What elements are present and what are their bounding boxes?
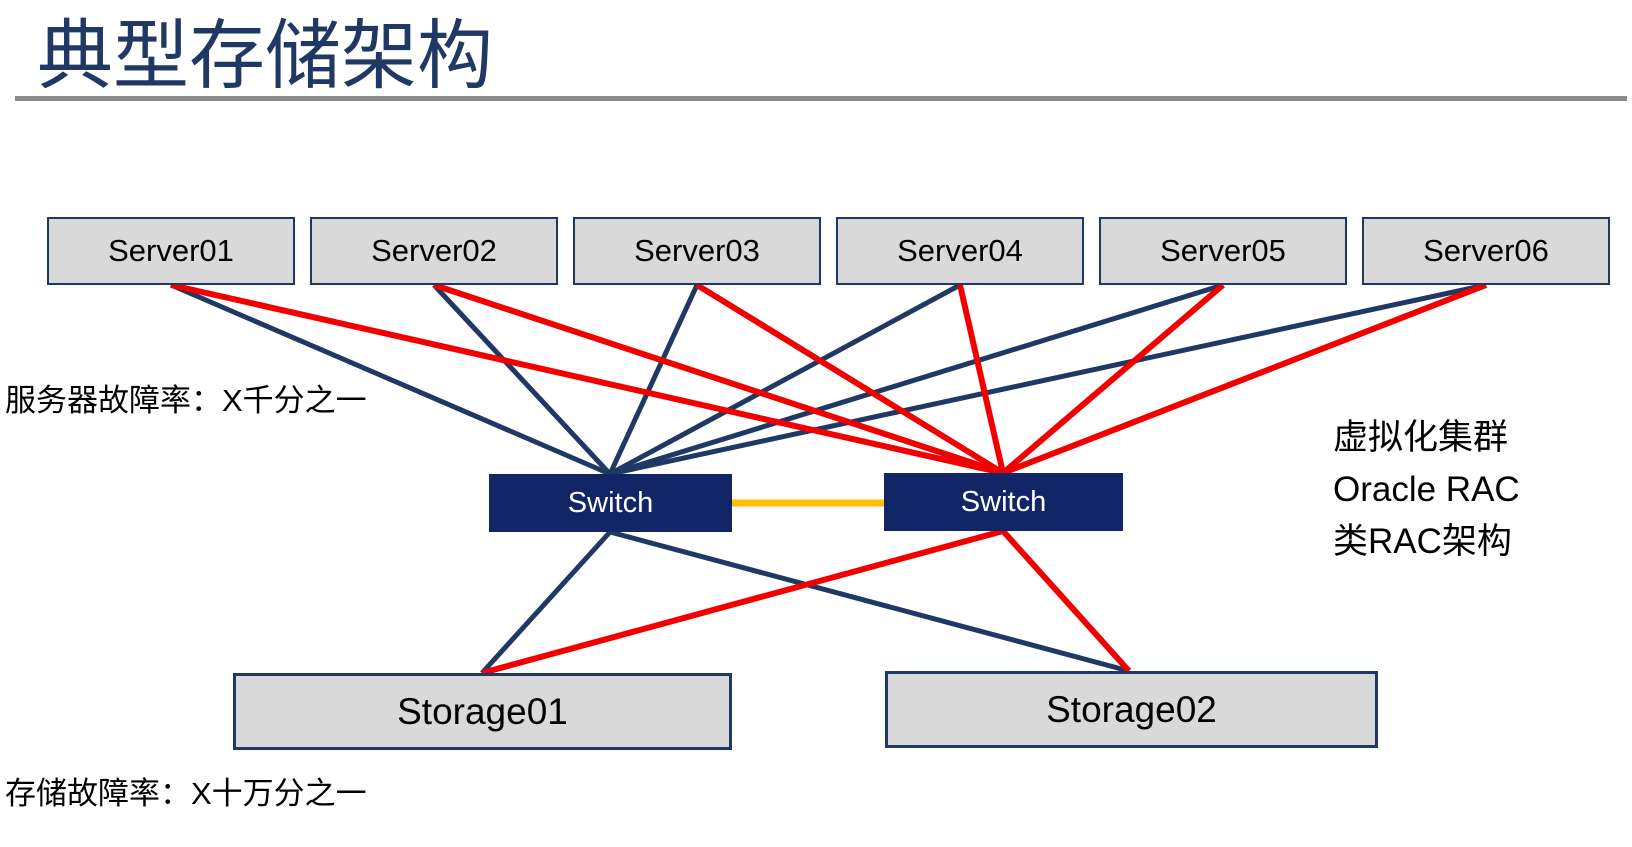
switch02-node: Switch	[884, 473, 1123, 531]
server-failure-rate-note: 服务器故障率：X千分之一	[5, 383, 367, 418]
storage-failure-rate-note: 存储故障率：X十万分之一	[5, 776, 367, 811]
cluster-annotation-line2: Oracle RAC	[1333, 470, 1520, 509]
server03-label: Server03	[634, 233, 760, 268]
edge-server03-bottom-to-switch02-top	[695, 282, 1005, 476]
edge-server04-bottom-to-switch01-top	[608, 282, 962, 477]
server02-node: Server02	[310, 217, 558, 285]
cluster-annotation: 虚拟化集群 Oracle RAC 类RAC架构	[1333, 412, 1520, 568]
storage02-node: Storage02	[885, 671, 1378, 748]
server01-node: Server01	[47, 217, 295, 285]
storage01-node: Storage01	[233, 673, 732, 750]
server05-node: Server05	[1099, 217, 1347, 285]
edge-server06-bottom-to-switch02-top	[1001, 282, 1488, 476]
page-title: 典型存储架构	[37, 14, 493, 99]
server06-node: Server06	[1362, 217, 1610, 285]
switch01-label: Switch	[567, 486, 654, 519]
edge-switch01-bottom-to-storage02-top	[609, 529, 1130, 674]
cluster-annotation-line3: 类RAC架构	[1333, 522, 1512, 561]
edge-server02-bottom-to-switch01-top	[432, 283, 612, 476]
cluster-annotation-line1: 虚拟化集群	[1333, 418, 1509, 457]
switch02-label: Switch	[960, 485, 1047, 518]
server03-node: Server03	[573, 217, 821, 285]
server04-node: Server04	[836, 217, 1084, 285]
edge-server05-bottom-to-switch02-top	[1001, 282, 1225, 476]
switch01-node: Switch	[489, 474, 732, 532]
edge-server04-bottom-to-switch02-top	[957, 284, 1006, 474]
storage01-label: Storage01	[397, 690, 568, 732]
edge-switch02-bottom-to-storage01-top	[481, 528, 1004, 676]
edge-switch02-bottom-to-storage02-top	[1000, 528, 1132, 674]
edge-server03-bottom-to-switch01-top	[607, 283, 700, 476]
edge-switch01-bottom-to-storage01-top	[480, 530, 612, 675]
server04-label: Server04	[897, 233, 1023, 268]
title-divider	[15, 96, 1627, 101]
edge-server01-bottom-to-switch02-top	[170, 282, 1004, 476]
server02-label: Server02	[371, 233, 497, 268]
server01-label: Server01	[108, 233, 234, 268]
server05-label: Server05	[1160, 233, 1286, 268]
edge-server05-bottom-to-switch01-top	[609, 282, 1224, 477]
storage02-label: Storage02	[1046, 688, 1217, 730]
server06-label: Server06	[1423, 233, 1549, 268]
edge-server02-bottom-to-switch02-top	[433, 282, 1004, 476]
edge-server01-bottom-to-switch01-top	[170, 282, 611, 477]
edge-server06-bottom-to-switch01-top	[609, 282, 1487, 477]
